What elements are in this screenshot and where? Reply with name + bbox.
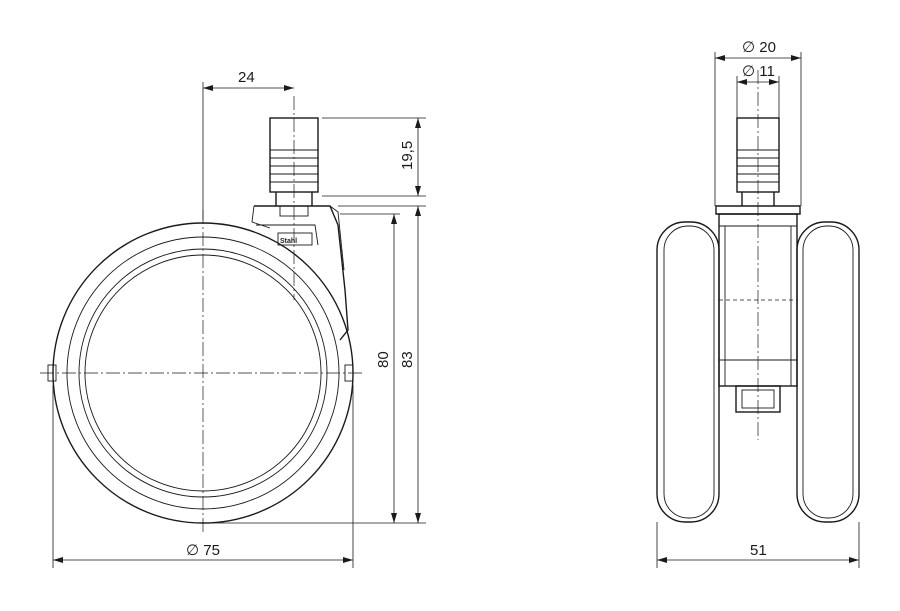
- dim-offset-label: 24: [238, 69, 255, 86]
- brand-label: Stahl: [280, 238, 297, 245]
- dim-height-label: 80: [375, 351, 392, 368]
- left-wheel-tread: [663, 225, 715, 519]
- arrow: [415, 118, 421, 128]
- fork-housing: [254, 205, 349, 341]
- dim-stem-height-label: 19,5: [399, 141, 416, 170]
- right-wheel-tread: [802, 225, 854, 519]
- arrow: [284, 85, 294, 91]
- front-view: ∅ 20 ∅ 11 51: [656, 39, 860, 568]
- left-wheel: [656, 221, 720, 523]
- side-view: Stahl 24 19,5 83: [40, 69, 426, 568]
- arrow: [415, 186, 421, 196]
- stem-neck: [275, 192, 313, 206]
- arrow: [849, 557, 859, 563]
- arrow: [391, 214, 397, 224]
- brand-label-box: [277, 232, 313, 246]
- dim-overall-height-label: 83: [399, 351, 416, 368]
- arrow: [657, 557, 667, 563]
- arrow: [203, 85, 213, 91]
- arrow: [343, 557, 353, 563]
- arrow: [53, 557, 63, 563]
- dim-wheel-diameter-label: ∅ 75: [186, 542, 220, 559]
- fork-edge: [329, 205, 345, 271]
- arrow: [715, 55, 725, 61]
- dim-inner-stem-label: ∅ 11: [742, 63, 775, 80]
- arrow: [415, 206, 421, 216]
- arrow: [737, 79, 747, 85]
- dim-outer-stem-label: ∅ 20: [742, 39, 776, 56]
- dim-overall-width-label: 51: [750, 542, 767, 559]
- top-plate: [715, 205, 801, 215]
- front-stem-neck: [741, 192, 775, 206]
- arrow: [769, 79, 779, 85]
- arrow: [391, 513, 397, 523]
- fork-left-edge: [251, 205, 271, 229]
- arrow: [791, 55, 801, 61]
- arrow: [415, 513, 421, 523]
- fork-inner-edge: [256, 224, 319, 246]
- right-wheel: [796, 221, 860, 523]
